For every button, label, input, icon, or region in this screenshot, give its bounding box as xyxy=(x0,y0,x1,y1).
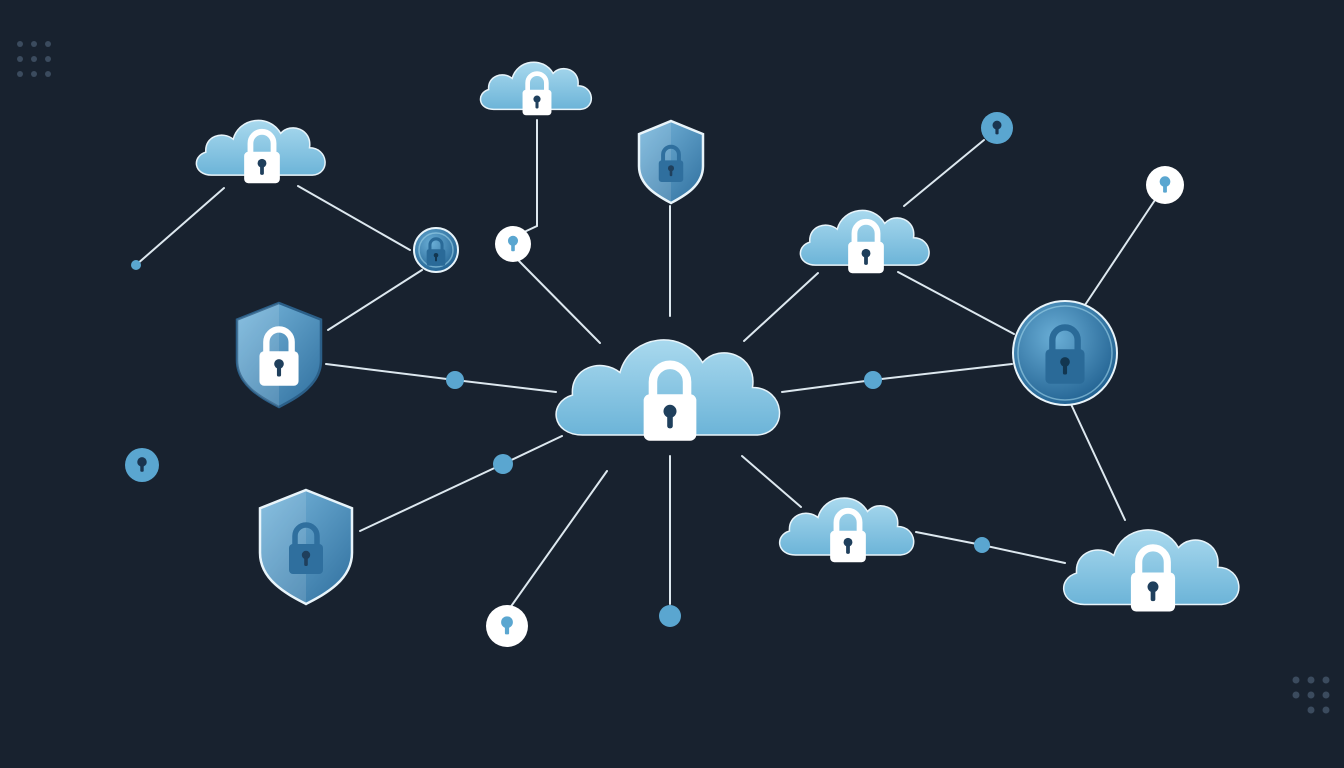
cloud-node-right-upper xyxy=(799,209,930,274)
pin-node-white-2 xyxy=(486,605,528,647)
cloud-node-right-lower xyxy=(778,497,915,563)
link-line xyxy=(297,185,411,251)
link-line xyxy=(506,470,608,613)
link-line xyxy=(1084,199,1156,306)
padlock-icon xyxy=(522,71,552,116)
shield-node-top xyxy=(637,119,705,205)
node-dot-icon xyxy=(446,371,464,389)
node-dot-icon xyxy=(493,454,513,474)
link-line xyxy=(741,455,802,508)
nodes-layer xyxy=(125,61,1240,647)
shield-node-lower-left xyxy=(258,488,354,606)
cloud-node-top xyxy=(479,61,593,116)
cloud-node-far-right xyxy=(1062,529,1240,612)
link-line xyxy=(897,271,1015,335)
link-line xyxy=(518,260,601,344)
padlock-icon xyxy=(244,128,280,184)
orb-node-small xyxy=(413,227,459,273)
node-dot-icon xyxy=(974,537,990,553)
padlock-icon xyxy=(426,237,446,266)
dot-grid-icon xyxy=(17,41,51,77)
padlock-icon xyxy=(658,144,684,182)
orb-node-right xyxy=(1012,300,1118,406)
link-line xyxy=(135,187,225,266)
link-line xyxy=(743,272,819,342)
padlock-icon xyxy=(830,507,866,563)
dot-grid-icon xyxy=(1292,676,1330,714)
padlock-icon xyxy=(1045,324,1085,384)
pin-node-white-3 xyxy=(1146,166,1184,204)
padlock-icon xyxy=(289,522,323,574)
node-dot-icon xyxy=(659,605,681,627)
link-line xyxy=(327,269,423,331)
padlock-icon xyxy=(848,218,884,274)
padlock-icon xyxy=(643,360,697,441)
padlock-icon xyxy=(259,326,299,386)
link-line xyxy=(521,119,538,234)
padlock-icon xyxy=(1130,544,1176,612)
pin-node-blue-1 xyxy=(981,112,1013,144)
pin-node-white-1 xyxy=(495,226,531,262)
node-dot-icon xyxy=(864,371,882,389)
cloud-node-top-left xyxy=(195,119,326,184)
link-line xyxy=(1069,401,1126,521)
shield-node-left xyxy=(235,301,323,409)
node-dot-icon xyxy=(131,260,141,270)
central-cloud-node xyxy=(555,339,781,441)
connector-dots xyxy=(131,260,990,627)
link-line xyxy=(903,139,985,207)
pin-node-blue-2 xyxy=(125,448,159,482)
